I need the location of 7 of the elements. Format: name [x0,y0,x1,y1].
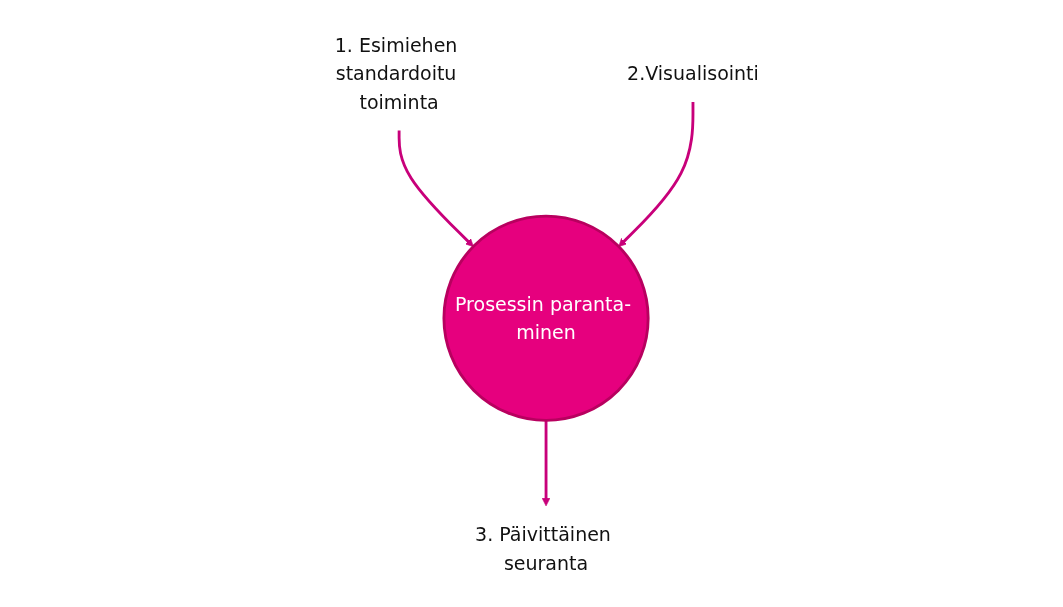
node-circle: Prosessin paranta- minen [442,214,650,422]
arrow [618,101,695,247]
node-text: 1. Esimiehen standardoitu toiminta [334,33,458,114]
node-text: 2.Visualisointi [627,61,759,85]
arrow [541,419,551,506]
arrow [397,130,474,247]
node-text: 3. Päivittäinen seuranta [475,522,611,574]
